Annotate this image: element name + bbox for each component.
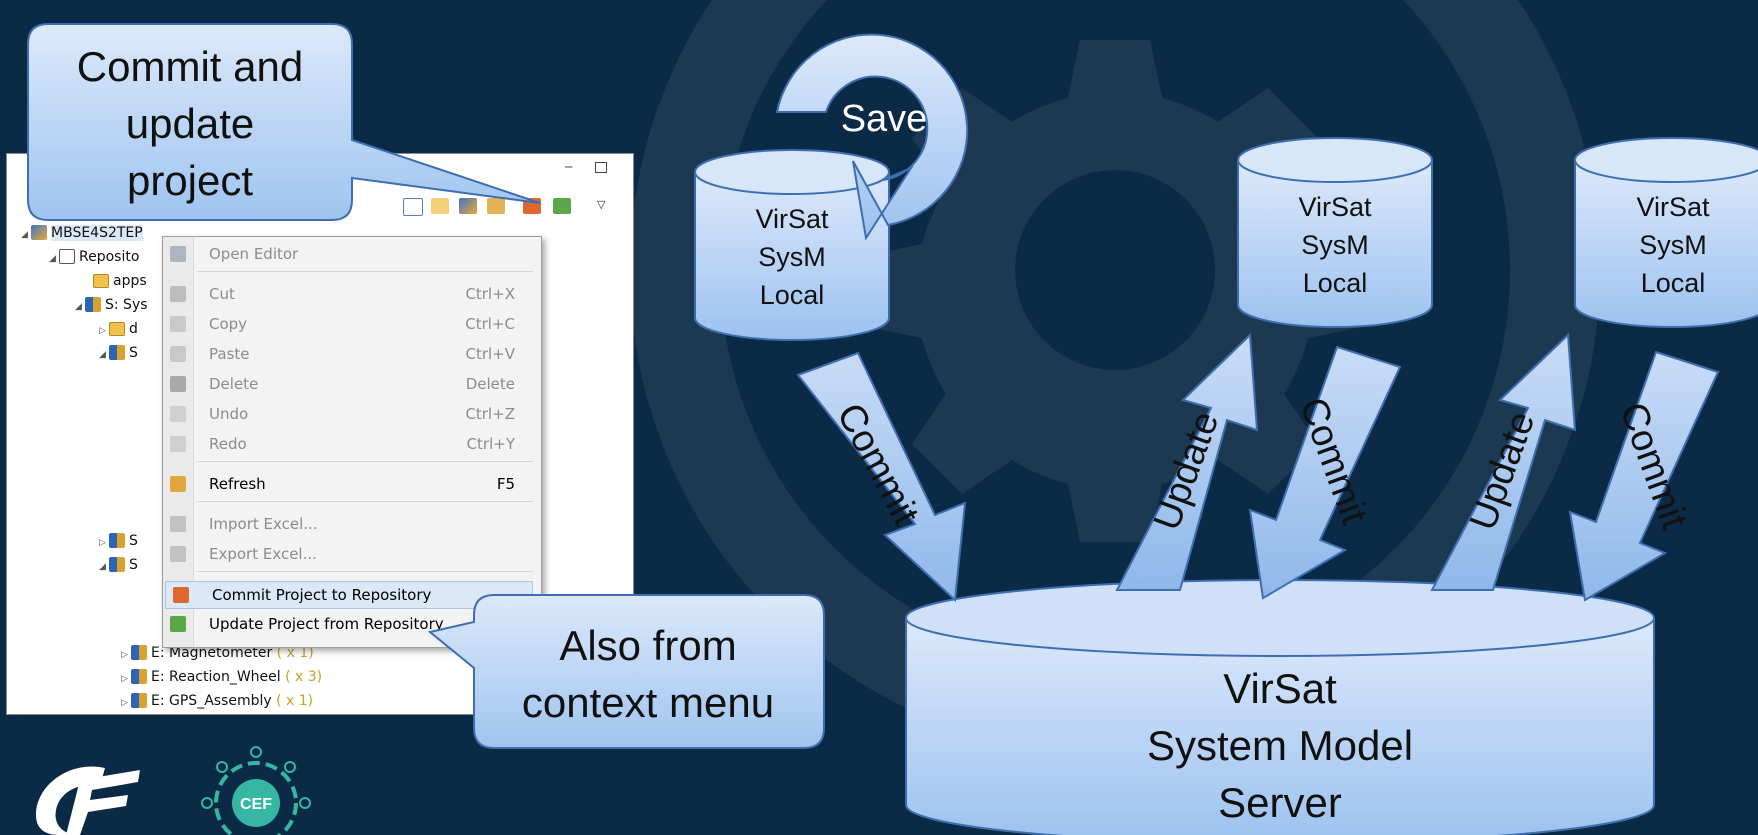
cf-logo [36,766,140,835]
tree-row[interactable]: ◢Reposito [49,249,140,265]
undo-icon [170,406,186,422]
local-db-2-line1: VirSat [1298,192,1372,222]
local-db-3-line2: SysM [1639,230,1707,260]
local-db-1: VirSat SysM Local [694,149,890,341]
tree-row[interactable]: ▷d [99,321,138,337]
menu-item-import-excel[interactable]: Import Excel... [163,511,539,537]
element-icon [131,669,147,684]
collapse-all-icon[interactable] [403,198,423,216]
project-icon[interactable] [459,198,477,214]
tree-root[interactable]: ◢MBSE4S2TEP [21,225,143,241]
server-label-line1: VirSat [1223,665,1337,712]
cef-logo-text: CEF [240,796,272,813]
commit-arrow-3: Commit [1568,350,1720,602]
redo-icon [170,436,186,452]
refresh-icon [170,476,186,492]
server-cylinder: VirSat System Model Server [905,579,1655,835]
system-icon [85,297,101,312]
local-db-1-line3: Local [760,280,825,310]
menu-item-commit-project[interactable]: Commit Project to Repository [165,581,533,609]
local-db-3-line3: Local [1641,268,1706,298]
copy-icon [170,316,186,332]
repository-icon [59,249,75,264]
local-db-2-line3: Local [1303,268,1368,298]
tree-row[interactable]: ▷E: Magnetometer ( x 1) [121,645,314,661]
link-editor-icon[interactable] [431,198,449,214]
save-label: Save [841,98,928,140]
update-toolbar-icon[interactable] [553,198,571,214]
tree-row[interactable]: ◢S [99,345,138,361]
tree-row[interactable]: apps [93,270,147,292]
save-circular-arrow: Save [775,33,969,241]
menu-item-update-project[interactable]: Update Project from Repository [163,611,539,637]
local-db-2: VirSat SysM Local [1237,137,1433,328]
commit-arrow-2: Commit [1248,345,1402,600]
paste-icon [170,346,186,362]
tree-row[interactable]: ▷E: GPS_Assembly ( x 1) [121,693,314,709]
system-icon [109,533,125,548]
folder-icon [109,322,125,336]
element-icon [131,693,147,708]
cef-logo: CEF [201,746,311,835]
commit-icon [173,587,189,603]
tree-row[interactable]: ▷S [99,533,138,549]
tree-row[interactable]: ▷E: Reaction_Wheel ( x 3) [121,669,323,685]
local-db-3: VirSat SysM Local [1574,137,1758,328]
local-db-3-line1: VirSat [1636,192,1710,222]
scissors-icon [170,286,186,302]
open-editor-icon [170,246,186,262]
folder-icon [93,274,109,288]
local-db-1-line2: SysM [758,242,826,272]
element-icon [131,645,147,660]
import-excel-icon [170,516,186,532]
refresh-toolbar-icon[interactable] [487,198,505,214]
tree-row[interactable]: ◢S: Sys [75,297,148,313]
project-icon [31,225,47,240]
view-menu-icon[interactable]: ▽ [597,198,606,211]
tree-row[interactable]: ◢S [99,557,138,573]
system-icon [109,557,125,572]
maximize-icon[interactable] [595,162,607,173]
system-icon [109,345,125,360]
menu-item-export-excel[interactable]: Export Excel... [163,541,539,567]
local-db-1-line1: VirSat [755,204,829,234]
export-excel-icon [170,546,186,562]
update-icon [170,616,186,632]
menu-item-open-editor[interactable]: Open Editor [163,241,539,267]
minimize-icon[interactable]: ─ [565,160,573,174]
delete-icon [170,376,186,392]
server-label-line2: System Model [1147,722,1413,769]
commit-toolbar-icon[interactable] [523,198,541,214]
server-label-line3: Server [1218,779,1342,826]
local-db-2-line2: SysM [1301,230,1369,260]
